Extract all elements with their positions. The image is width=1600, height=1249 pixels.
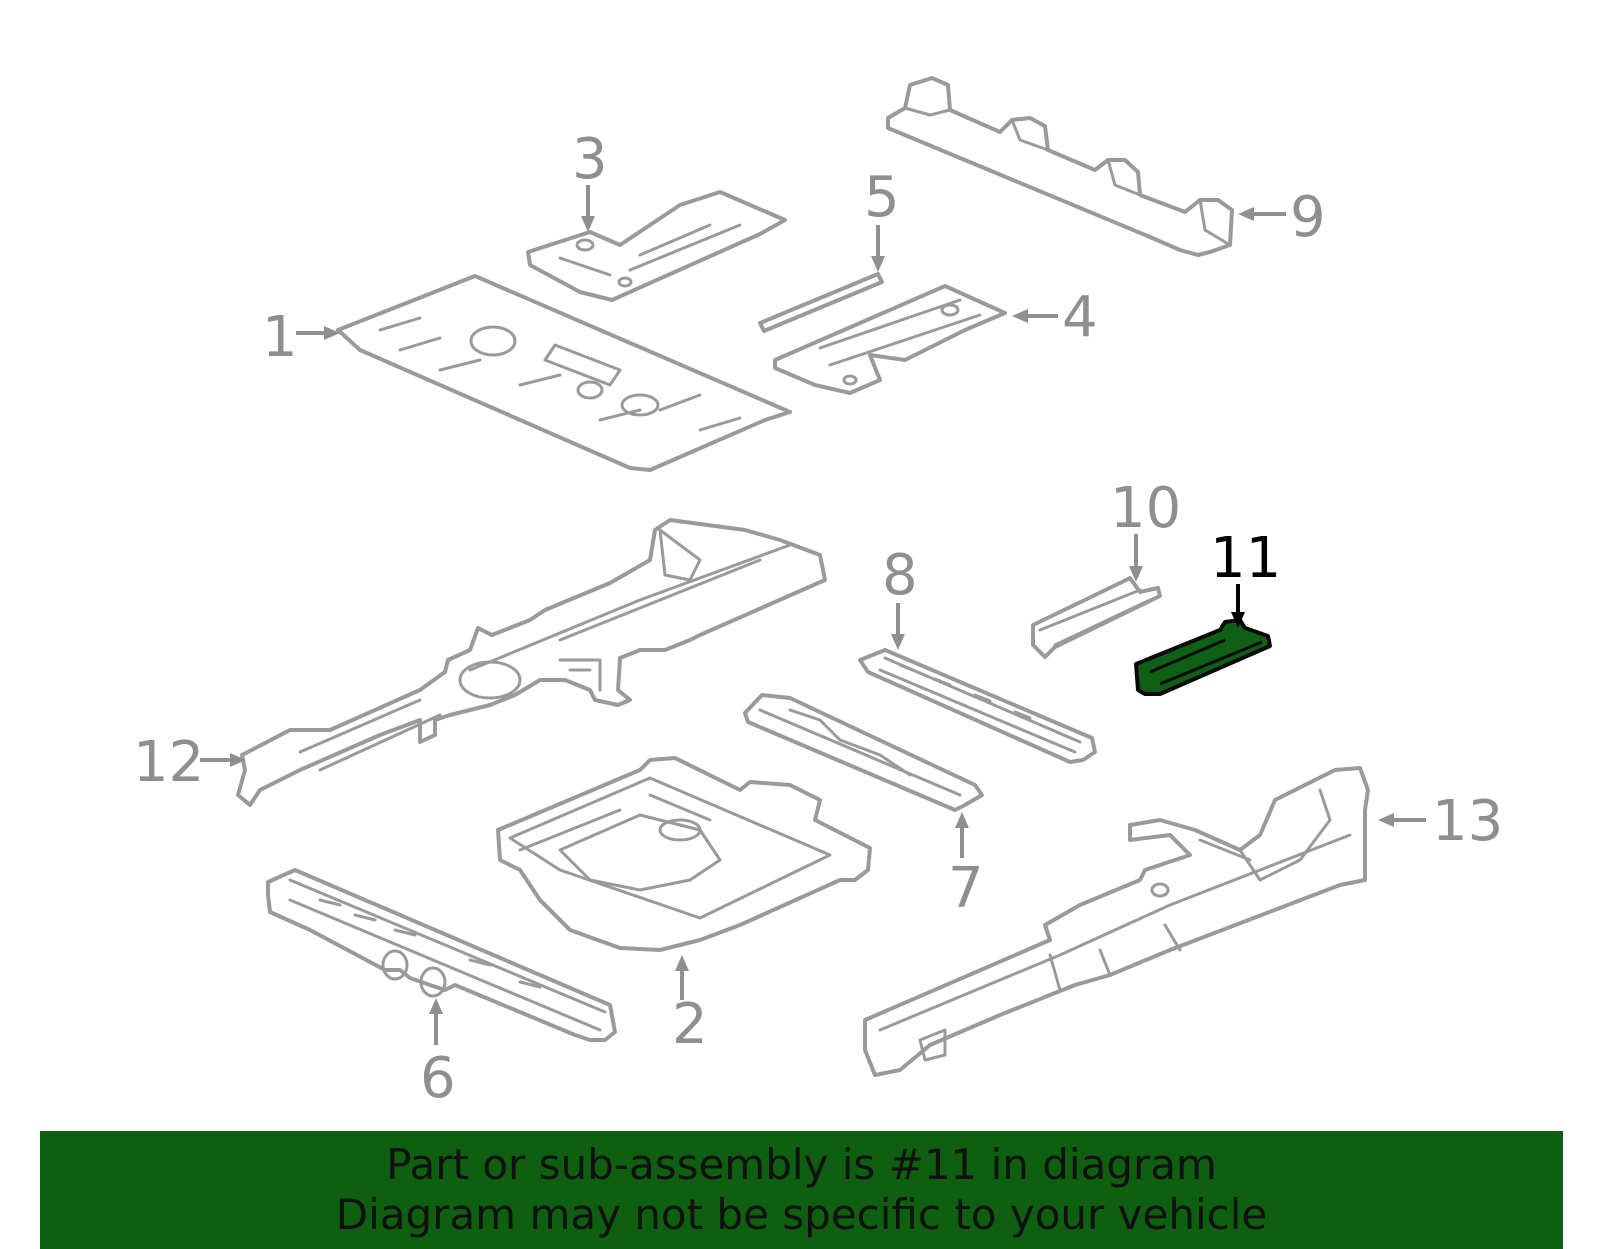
- part-4-floor-reinforcement[interactable]: [773, 284, 1007, 395]
- callout-4: 4: [1012, 285, 1098, 350]
- svg-text:9: 9: [1290, 185, 1326, 250]
- callout-10: 10: [1110, 476, 1181, 582]
- svg-text:2: 2: [672, 992, 708, 1057]
- part-5-strip[interactable]: [758, 272, 884, 333]
- part-10-rail[interactable]: [1031, 576, 1162, 659]
- svg-text:13: 13: [1432, 789, 1503, 854]
- svg-text:6: 6: [420, 1046, 456, 1111]
- svg-text:8: 8: [882, 543, 918, 608]
- callout-5: 5: [864, 165, 900, 272]
- part-11-highlighted-rail[interactable]: [1134, 618, 1272, 696]
- callout-1: 1: [262, 305, 340, 370]
- info-banner: Part or sub-assembly is #11 in diagram D…: [40, 1131, 1563, 1249]
- svg-text:4: 4: [1062, 285, 1098, 350]
- callout-7: 7: [948, 812, 984, 921]
- callout-8: 8: [882, 543, 918, 650]
- part-13-side-frame[interactable]: [863, 766, 1370, 1077]
- part-2-rear-floor-pan[interactable]: [496, 756, 872, 952]
- svg-text:3: 3: [572, 127, 608, 192]
- callout-2: 2: [672, 955, 708, 1057]
- banner-line-1: Part or sub-assembly is #11 in diagram: [386, 1140, 1217, 1189]
- callout-12: 12: [133, 730, 246, 795]
- callout-9: 9: [1238, 185, 1326, 250]
- svg-text:5: 5: [864, 165, 900, 230]
- part-1-front-floor-panel[interactable]: [336, 274, 792, 472]
- part-9-rear-crossmember[interactable]: [886, 76, 1234, 257]
- part-7-rail[interactable]: [743, 693, 984, 812]
- part-6-crossmember[interactable]: [266, 868, 617, 1042]
- svg-text:7: 7: [948, 856, 984, 921]
- svg-text:10: 10: [1110, 476, 1181, 541]
- banner-line-2: Diagram may not be specific to your vehi…: [335, 1190, 1268, 1239]
- part-3-floor-reinforcement[interactable]: [526, 190, 787, 302]
- parts-diagram: 1 2 3 4 5 6 7 8 9 10: [133, 76, 1503, 1111]
- part-8-side-sill[interactable]: [858, 648, 1097, 764]
- svg-text:1: 1: [262, 305, 298, 370]
- callout-11: 11: [1210, 526, 1281, 628]
- svg-text:12: 12: [133, 730, 204, 795]
- part-12-frame-rail[interactable]: [236, 518, 827, 807]
- callout-3: 3: [572, 127, 608, 232]
- callout-13: 13: [1378, 789, 1503, 854]
- svg-text:11: 11: [1210, 526, 1281, 591]
- callout-6: 6: [420, 998, 456, 1111]
